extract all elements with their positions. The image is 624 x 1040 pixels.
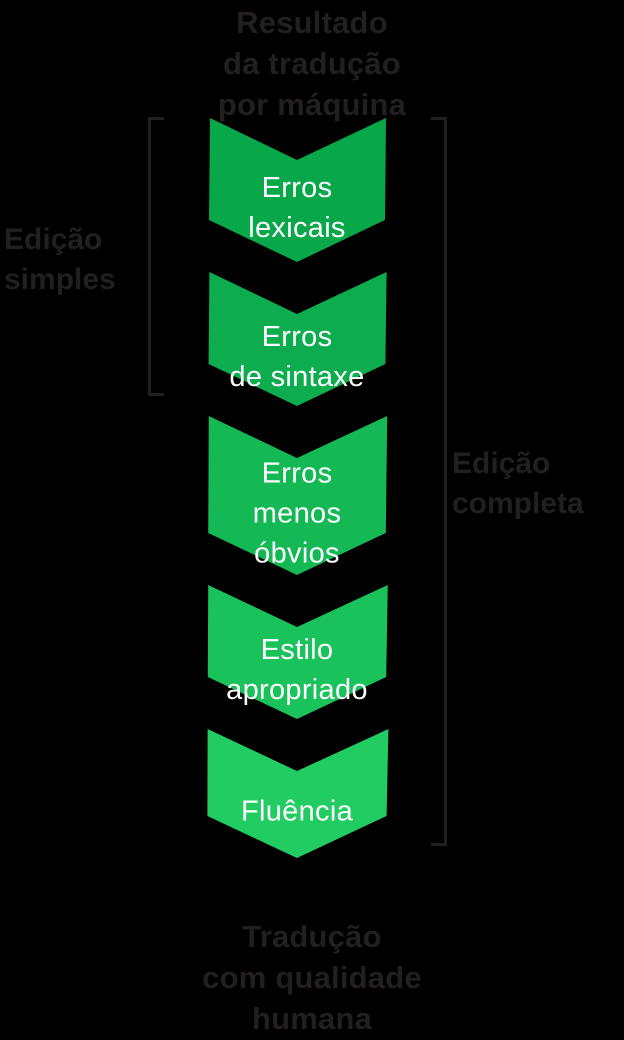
bracket-label-edicao-completa: Edição completa	[452, 447, 584, 520]
chevron-label-5: Fluência	[241, 796, 354, 828]
bracket-right-line	[444, 117, 447, 846]
chevron-step-2	[208, 272, 387, 406]
bracket-left-line	[148, 117, 151, 396]
bracket-edicao-completa	[428, 117, 447, 846]
bracket-left-tick-bottom	[148, 393, 164, 396]
bottom-caption: Tradução com qualidade humana	[202, 919, 422, 1037]
top-caption: Resultado da tradução por máquina	[217, 5, 407, 123]
bracket-right-tick-top	[431, 117, 447, 120]
chevron-step-1	[209, 118, 386, 262]
chevron-step-3	[208, 416, 388, 575]
chevron-step-5	[207, 729, 389, 858]
bracket-right-tick-bottom	[431, 843, 447, 846]
bracket-left-tick-top	[148, 117, 164, 120]
bracket-edicao-simples	[148, 117, 167, 396]
bracket-label-edicao-simples: Edição simples	[4, 223, 116, 296]
chevron-step-4	[207, 585, 388, 719]
